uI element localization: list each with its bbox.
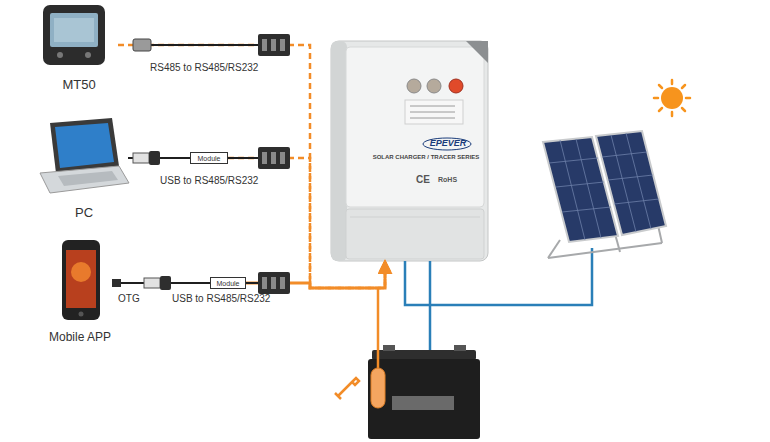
battery-label-plate: [392, 396, 454, 410]
pv-module: [596, 131, 666, 235]
screen-area: [54, 18, 94, 42]
sensor-wire: [377, 288, 380, 368]
terminal-slot: [262, 152, 267, 164]
controller-body: [331, 41, 488, 261]
battery-icon: [368, 345, 480, 439]
laptop-keyboard: [40, 166, 129, 193]
cable: [228, 157, 258, 159]
terminal-connector: [258, 34, 290, 56]
panel-line: [410, 112, 455, 113]
terminal-slot: [280, 152, 285, 164]
device-button: [57, 52, 63, 58]
cable: [150, 44, 258, 46]
laptop-icon: [40, 118, 129, 193]
terminal-cover: [346, 209, 484, 259]
sun-disc: [661, 87, 683, 109]
panel-stand: [548, 243, 662, 258]
charge-controller: [331, 41, 488, 261]
terminal-connector: [258, 272, 290, 294]
phone-screen: [66, 250, 96, 308]
cell-grid: [549, 133, 659, 240]
usb-plug: [144, 278, 160, 288]
cable-label: OTG: [118, 293, 140, 304]
usb-plug-body: [160, 276, 171, 290]
node-label: Module: [191, 155, 227, 163]
controller-side: [331, 41, 347, 261]
node-label: MT50: [40, 78, 118, 92]
product-series: SOLAR CHARGER / TRACER SERIES: [370, 154, 482, 161]
laptop-screen-frame: [50, 118, 119, 173]
cable-label: RS485 to RS485/RS232: [150, 62, 258, 73]
panel-line: [410, 118, 455, 119]
laptop-screen: [55, 123, 114, 168]
sun-rays: [654, 80, 690, 116]
phone-icon: [62, 240, 100, 320]
terminal-connector: [258, 147, 290, 169]
led-indicator: [427, 79, 441, 93]
temperature-sensor: [335, 288, 385, 408]
terminal-slot: [280, 39, 285, 51]
terminal-slot: [271, 39, 276, 51]
device-body: [43, 5, 105, 65]
panel-line: [410, 106, 455, 107]
logo-oval: [423, 138, 471, 150]
cable: [245, 282, 258, 284]
battery-lid: [372, 350, 476, 360]
panel-stand: [548, 240, 560, 258]
module-box: Module: [210, 277, 246, 289]
sensor-probe: [371, 368, 385, 408]
device-box: PC: [40, 118, 128, 222]
cable-label: USB to RS485/RS232: [172, 293, 270, 304]
controller-corner: [466, 41, 488, 63]
controller-box: EPEVER SOLAR CHARGER / TRACER SERIES CE RoH…: [330, 40, 490, 262]
cover-line: [350, 217, 480, 218]
device-box: Mobile APP: [45, 238, 115, 348]
battery-wire: [429, 261, 432, 352]
battery-body: [368, 359, 480, 439]
terminal-slot: [262, 39, 267, 51]
device-button: [85, 52, 91, 58]
indicator-panel: [405, 100, 463, 124]
terminal-slot: [271, 277, 276, 289]
node-label: PC: [40, 206, 128, 220]
device-box: MT50: [40, 5, 118, 97]
rj45-plug: [133, 39, 151, 51]
solar-panel: [543, 131, 666, 258]
laptop-keys: [58, 171, 118, 186]
controller-face: [346, 47, 484, 207]
terminal-slot: [280, 277, 285, 289]
battery-terminal: [383, 345, 395, 351]
mt50-device: [43, 5, 105, 65]
brand-logo: EPEVER: [425, 139, 471, 149]
sun-icon: [654, 80, 690, 116]
node-label: Mobile APP: [40, 331, 120, 344]
usb-plug-body: [149, 151, 160, 165]
led-indicator: [407, 79, 421, 93]
phone-button: [79, 312, 84, 317]
usb-plug: [133, 153, 149, 163]
terminal-slot: [271, 152, 276, 164]
module-box: Module: [190, 152, 228, 164]
battery-terminal: [454, 345, 466, 351]
mark-text: CE: [416, 174, 434, 185]
led-indicator: [449, 79, 463, 93]
cable-label: USB to RS485/RS232: [160, 175, 258, 186]
mark-text: RoHS: [438, 176, 462, 184]
otg-plug: [112, 279, 121, 287]
phone-body: [62, 240, 100, 320]
terminal-slot: [262, 277, 267, 289]
screen-glow: [71, 262, 91, 282]
wrench-icon: [335, 378, 359, 399]
node-label: Module: [211, 280, 245, 288]
data-cable-route: [118, 45, 385, 288]
device-screen: [50, 13, 98, 47]
